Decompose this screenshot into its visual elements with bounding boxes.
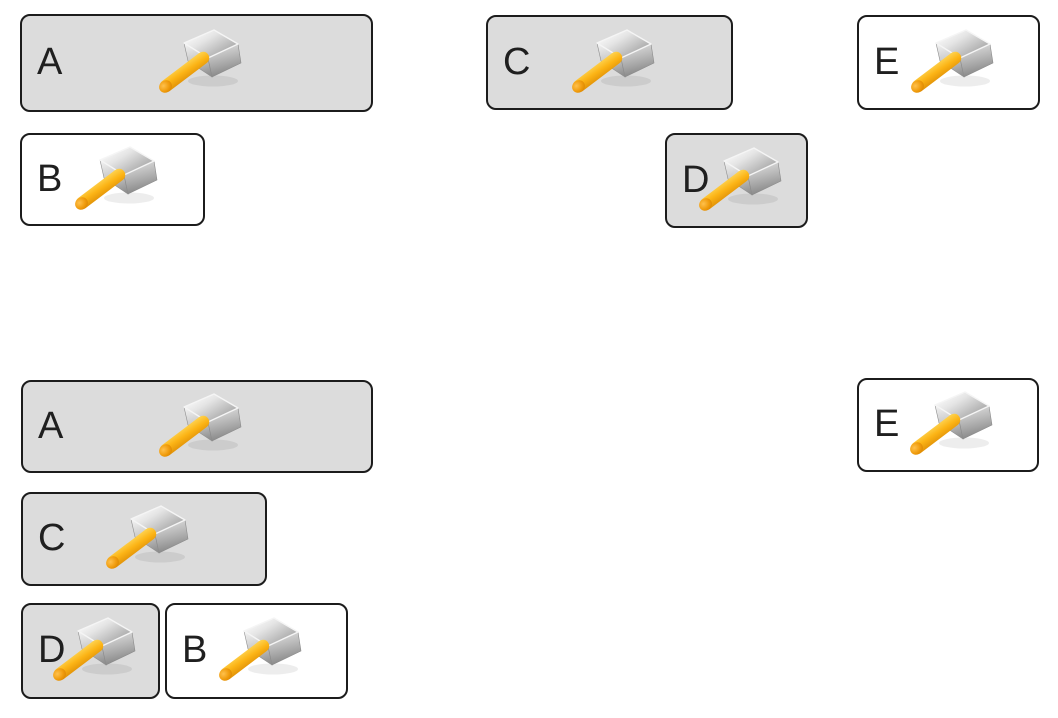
box-label: D [682,158,710,201]
hammer-icon [150,389,250,465]
hammer-icon [690,143,790,219]
box-label: A [37,41,63,84]
item-box-top-arrangement-e: E [857,15,1040,110]
item-box-top-arrangement-a: A [20,14,373,112]
hammer-icon [210,613,310,689]
hammer-icon [150,25,250,101]
item-box-bottom-arrangement-e: E [857,378,1039,472]
hammer-icon [44,613,144,689]
box-label: C [38,517,66,560]
box-label: B [182,629,208,672]
item-box-top-arrangement-d: D [665,133,808,228]
item-box-bottom-arrangement-a: A [21,380,373,473]
box-label: C [503,40,531,83]
hammer-icon [902,25,1002,101]
item-box-bottom-arrangement-c: C [21,492,267,586]
box-label: D [38,629,66,672]
box-label: A [38,404,64,447]
hammer-icon [563,25,663,101]
item-box-bottom-arrangement-d: D [21,603,160,699]
item-box-top-arrangement-b: B [20,133,205,226]
hammer-icon [97,501,197,577]
hammer-icon [66,142,166,218]
hammer-icon [901,387,1001,463]
item-box-top-arrangement-c: C [486,15,733,110]
box-label: B [37,157,63,200]
box-label: E [874,403,900,446]
item-box-bottom-arrangement-b: B [165,603,348,699]
box-label: E [874,40,900,83]
